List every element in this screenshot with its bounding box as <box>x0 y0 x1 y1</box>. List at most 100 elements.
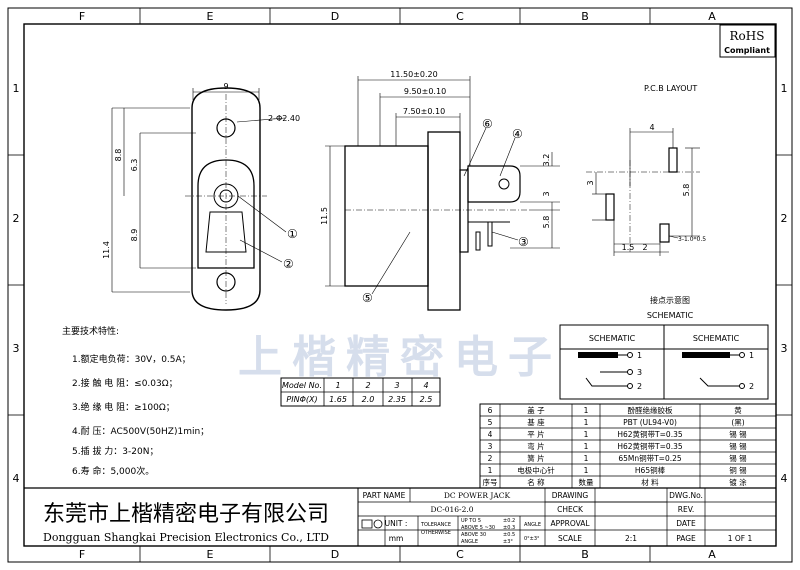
callout-3: ③ <box>518 235 529 249</box>
pcb-title: P.C.B LAYOUT <box>644 84 697 93</box>
angle-value: 0°±3° <box>524 536 540 542</box>
zone-letter-bottom-f: F <box>79 548 85 561</box>
side-view-terminal-hole <box>498 178 510 190</box>
approval-label: APPROVAL <box>550 519 590 528</box>
rohs-text: RoHS <box>730 29 765 43</box>
tol-row-3-value: ±0.5 <box>503 532 515 538</box>
front-dim-8-8: 8.8 <box>114 149 123 162</box>
front-dim-11-4: 11.4 <box>102 241 111 259</box>
side-view-cap <box>459 169 469 253</box>
front-dim-hole: 2-Φ2.40 <box>268 114 300 123</box>
zone-number-left-4: 4 <box>13 472 20 485</box>
bom-row-4-material: H62黄铜带T=0.35 <box>617 429 682 439</box>
bom-row-2-qty: 1 <box>584 454 589 463</box>
pin-table-header-4: 4 <box>423 381 428 390</box>
zone-letter-top-c: C <box>456 10 464 23</box>
bom-row-3-finish: 锡 锡 <box>729 442 747 451</box>
bom-row-2-name: 簧 片 <box>527 453 544 463</box>
tol-row-2-value: ±0.3 <box>503 525 515 531</box>
pcb-layout <box>586 128 700 256</box>
zone-number-right-2: 2 <box>781 212 788 225</box>
zone-letter-bottom-c: C <box>456 548 464 561</box>
side-view-body <box>344 145 429 287</box>
pin-table-header-model: Model No. <box>282 381 322 390</box>
zone-letter-top-d: D <box>331 10 339 23</box>
pin-table-row-label: PINΦ(X) <box>286 395 317 404</box>
bom-header-no: 序号 <box>483 477 498 487</box>
bom-header-qty: 数量 <box>579 477 594 487</box>
front-view <box>111 87 287 311</box>
front-dim-6-3: 6.3 <box>130 159 139 172</box>
bom-header-finish: 镀 涂 <box>729 477 747 487</box>
part-number: DC-016-2.0 <box>430 505 473 514</box>
schematic-box2-header: SCHEMATIC <box>693 334 740 343</box>
bom-row-4-no: 4 <box>488 430 493 439</box>
side-dim-11-5: 11.5 <box>320 207 329 225</box>
side-dim-5-8: 5.8 <box>542 216 551 229</box>
zone-letter-bottom-e: E <box>207 548 214 561</box>
side-dim-11-50: 11.50±0.20 <box>390 70 437 79</box>
schematic-b-pin <box>682 352 730 358</box>
zone-number-left-3: 3 <box>13 342 20 355</box>
rev-label: REV. <box>678 505 695 514</box>
check-label: CHECK <box>557 505 584 514</box>
bom-row-1-name: 电极中心针 <box>517 465 555 475</box>
side-dim-7-50: 7.50±0.10 <box>403 107 445 116</box>
zone-number-right-3: 3 <box>781 342 788 355</box>
front-view-flange <box>191 87 261 311</box>
bom-row-6-finish: 黄 <box>734 405 742 415</box>
callout-1: ① <box>287 227 298 241</box>
rohs-badge: RoHS Compliant <box>719 24 776 58</box>
bom-row-2-finish: 锡 锡 <box>729 454 747 463</box>
front-view-body <box>197 159 255 269</box>
tol-row-4-value: ±3° <box>503 539 513 545</box>
bom-row-6-qty: 1 <box>584 406 589 415</box>
bom-row-3-no: 3 <box>488 442 493 451</box>
tol-row-3-range: ABOVE 30 <box>461 532 486 538</box>
bom-row-4-name: 平 片 <box>527 429 544 439</box>
scale-value: 2:1 <box>625 534 637 543</box>
zone-letter-top-a: A <box>708 10 716 23</box>
company-name-cn: 东莞市上楷精密电子有限公司 <box>43 502 329 527</box>
bom-row-1-no: 1 <box>488 466 493 475</box>
zone-letter-top-b: B <box>581 10 589 23</box>
spec-item-1: 1.额定电负荷：30V，0.5A； <box>72 353 191 365</box>
spec-item-2: 2.接 触 电 阻：≤0.03Ω； <box>72 377 178 389</box>
pcb-dim-2: 2 <box>642 243 647 252</box>
side-view-terminal-4 <box>467 165 521 203</box>
callout-6: ⑥ <box>482 117 493 131</box>
zone-letter-top-e: E <box>207 10 214 23</box>
pcb-dim-4: 4 <box>649 123 654 132</box>
schematic-a-pin <box>578 352 618 358</box>
schematic-a-pin-2: 2 <box>637 382 642 391</box>
zone-letter-bottom-b: B <box>581 548 589 561</box>
title-block <box>24 487 776 546</box>
pcb-dim-3: 3 <box>586 180 595 185</box>
bom-header-material: 材 料 <box>641 477 659 487</box>
specs-title: 主要技术特性: <box>62 325 119 337</box>
bom-row-1-finish: 铜 锡 <box>729 465 747 475</box>
spec-item-6: 6.寿 命：5,000次。 <box>72 465 154 477</box>
angle-label: ANGLE <box>524 522 541 528</box>
side-dim-3: 3 <box>542 191 551 196</box>
side-view <box>325 76 560 311</box>
bom-row-6-name: 盖 子 <box>527 405 545 415</box>
bom-header-name: 名 称 <box>527 477 545 487</box>
bom-row-4-finish: 锡 锡 <box>729 430 747 439</box>
side-dim-3-2: 3.2 <box>542 154 551 167</box>
zone-number-right-4: 4 <box>781 472 788 485</box>
company-name-en: Dongguan Shangkai Precision Electronics … <box>43 531 329 544</box>
otherwise-label: OTHERWISE <box>421 530 451 536</box>
bom-row-5-finish: (黑) <box>731 418 744 427</box>
zone-letter-top-f: F <box>79 10 85 23</box>
bom-row-1-material: H65铜棒 <box>635 465 666 475</box>
pcb-dim-slot: 3-1.0*0.5 <box>678 236 706 243</box>
drawing-label: DRAWING <box>552 491 589 500</box>
part-name-value: DC POWER JACK <box>444 491 511 500</box>
pin-table-header-2: 2 <box>365 381 370 390</box>
rohs-compliant-text: Compliant <box>724 46 770 55</box>
front-dim-8-9: 8.9 <box>130 229 139 242</box>
unit-label: UNIT : <box>385 519 408 528</box>
pin-table-header-3: 3 <box>394 381 399 390</box>
schematic-box1-header: SCHEMATIC <box>589 334 636 343</box>
